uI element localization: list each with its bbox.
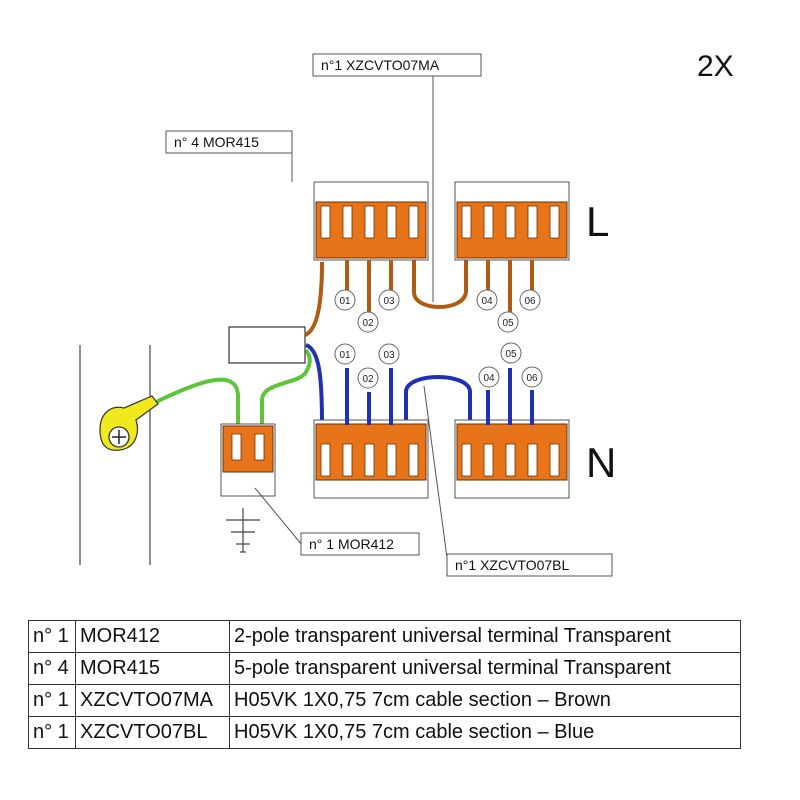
neutral-label-N: N <box>586 439 616 486</box>
description-cell: 2-pole transparent universal terminal Tr… <box>229 620 741 653</box>
leader-line-brown-cable <box>428 73 434 302</box>
screw-icon <box>108 426 130 448</box>
table-row: n° 1 XZCVTO07MA H05VK 1X0,75 7cm cable s… <box>28 684 741 717</box>
description-cell: 5-pole transparent universal terminal Tr… <box>229 652 741 685</box>
pole-number: 06 <box>524 296 536 307</box>
parts-table: n° 1 MOR412 2-pole transparent universal… <box>28 620 741 749</box>
callout-top-terminals: n° 4 MOR415 <box>165 130 293 154</box>
code-cell: XZCVTO07BL <box>75 716 230 749</box>
callout-earth-terminal: n° 1 MOR412 <box>300 532 420 556</box>
callout-top-cable: n°1 XZCVTO07MA <box>312 53 482 77</box>
junction-box <box>228 326 306 364</box>
terminal-block-N-left <box>313 419 429 499</box>
pole-number: 04 <box>483 373 495 384</box>
callout-text: n°1 XZCVTO07BL <box>455 557 569 573</box>
earth-wire-left <box>149 377 240 425</box>
earth-wire-right <box>260 348 312 425</box>
qty-cell: n° 1 <box>28 716 76 749</box>
qty-cell: n° 4 <box>28 652 76 685</box>
ground-symbol-icon <box>226 508 260 553</box>
leader-line-blue-cable <box>423 385 449 566</box>
code-cell: MOR415 <box>75 652 230 685</box>
blue-cable-section <box>404 375 472 425</box>
callout-blue-cable: n°1 XZCVTO07BL <box>446 553 613 577</box>
description-cell: H05VK 1X0,75 7cm cable section – Brown <box>229 684 741 717</box>
blue-feed-wire <box>305 343 324 426</box>
quantity-label: 2X <box>697 50 734 83</box>
pole-number: 05 <box>505 349 517 360</box>
table-row: n° 1 XZCVTO07BL H05VK 1X0,75 7cm cable s… <box>28 716 741 749</box>
brown-wire-stubs <box>345 260 534 312</box>
pole-number: 05 <box>502 318 514 329</box>
pole-numbers-L: 01 02 03 04 05 06 <box>334 289 541 333</box>
pole-number: 06 <box>526 373 538 384</box>
leader-line-earth-terminal <box>254 487 303 546</box>
terminal-block-N-right <box>454 419 570 499</box>
pole-number: 03 <box>383 296 395 307</box>
pole-number: 03 <box>383 350 395 361</box>
callout-text: n° 4 MOR415 <box>174 134 259 150</box>
callout-text: n° 1 MOR412 <box>309 536 394 552</box>
pole-number: 04 <box>481 296 493 307</box>
pole-number: 01 <box>339 350 351 361</box>
pole-number: 01 <box>339 296 351 307</box>
blue-wire-stubs <box>345 368 534 425</box>
earth-ring-lug <box>99 395 159 451</box>
table-row: n° 4 MOR415 5-pole transparent universal… <box>28 652 741 685</box>
brown-feed-wire <box>303 261 324 337</box>
callout-text: n°1 XZCVTO07MA <box>321 57 440 73</box>
code-cell: MOR412 <box>75 620 230 653</box>
pole-number: 02 <box>362 374 374 385</box>
earth-terminal-block <box>220 423 276 497</box>
pole-number: 02 <box>362 318 374 329</box>
table-row: n° 1 MOR412 2-pole transparent universal… <box>28 620 741 653</box>
line-label-L: L <box>586 198 609 245</box>
brown-cable-section <box>412 260 468 309</box>
terminal-block-L-right <box>454 181 570 261</box>
code-cell: XZCVTO07MA <box>75 684 230 717</box>
qty-cell: n° 1 <box>28 620 76 653</box>
description-cell: H05VK 1X0,75 7cm cable section – Blue <box>229 716 741 749</box>
qty-cell: n° 1 <box>28 684 76 717</box>
pole-numbers-N: 01 02 03 05 04 06 <box>334 342 543 389</box>
wiring-diagram: 2X <box>79 50 734 577</box>
terminal-block-L-left <box>313 181 429 261</box>
